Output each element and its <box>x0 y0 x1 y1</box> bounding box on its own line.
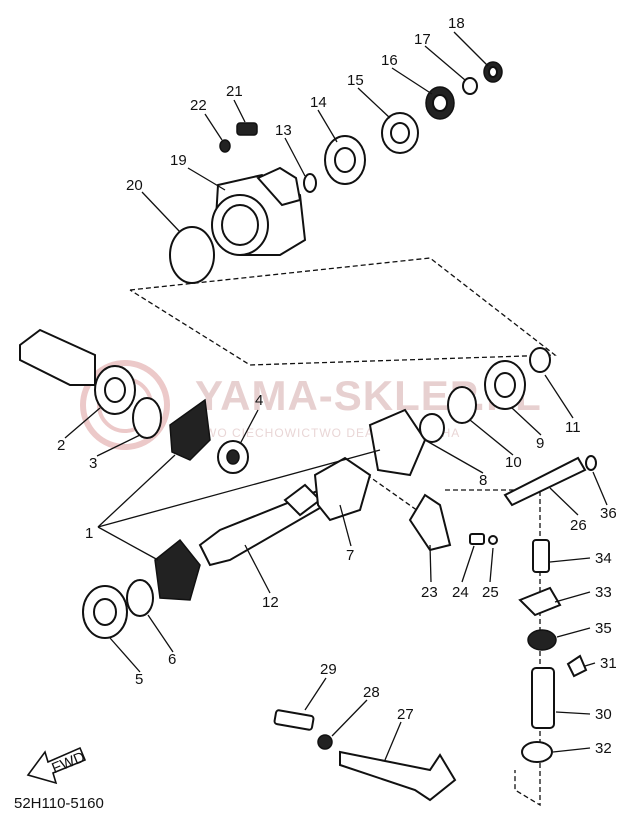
callout-19: 19 <box>170 152 187 169</box>
shift-lever-27 <box>339 750 457 802</box>
callout-14: 14 <box>310 94 327 111</box>
callout-29: 29 <box>320 661 337 678</box>
callout-30: 30 <box>595 706 612 723</box>
callout-22: 22 <box>190 97 207 114</box>
callout-36: 36 <box>600 505 617 522</box>
callout-16: 16 <box>381 52 398 69</box>
callout-21: 21 <box>226 83 243 100</box>
circlip-13 <box>303 173 317 193</box>
bearing-housing-19 <box>211 166 307 256</box>
washer-28 <box>317 734 333 750</box>
callout-18: 18 <box>448 15 465 32</box>
shift-rod-26 <box>503 456 587 507</box>
dog-clutch-7 <box>313 456 372 522</box>
fwd-label: FWD <box>49 749 87 778</box>
washer-32 <box>521 741 553 763</box>
gear-1-lower <box>154 538 201 601</box>
bolt-34 <box>532 539 550 573</box>
callout-1: 1 <box>85 525 93 542</box>
callout-11: 11 <box>565 419 581 436</box>
callout-32: 32 <box>595 740 612 757</box>
circlip-11 <box>529 347 551 373</box>
o-ring-3 <box>132 397 162 439</box>
callout-28: 28 <box>363 684 380 701</box>
callout-5: 5 <box>135 671 143 688</box>
shim-6 <box>126 579 154 617</box>
callout-26: 26 <box>570 517 587 534</box>
callout-25: 25 <box>482 584 499 601</box>
bolt-21 <box>236 122 258 136</box>
gear-8 <box>368 408 427 477</box>
callout-12: 12 <box>262 594 279 611</box>
callout-33: 33 <box>595 584 612 601</box>
washer-22 <box>219 139 231 153</box>
callout-7: 7 <box>346 547 354 564</box>
callout-2: 2 <box>57 437 65 454</box>
seal-35 <box>527 629 557 651</box>
shim-8b <box>419 413 445 443</box>
callout-34: 34 <box>595 550 612 567</box>
callout-labels: 18 17 16 15 14 13 21 22 19 20 2 3 4 1 5 … <box>57 15 617 757</box>
callout-6: 6 <box>168 651 176 668</box>
callout-31: 31 <box>600 655 617 672</box>
callout-13: 13 <box>275 122 292 139</box>
drive-shaft-stub <box>19 328 96 386</box>
callout-27: 27 <box>397 706 414 723</box>
o-ring-36 <box>585 455 597 471</box>
callout-20: 20 <box>126 177 143 194</box>
leader-lines <box>64 31 608 761</box>
shift-shaft-30 <box>531 667 555 729</box>
callout-15: 15 <box>347 72 364 89</box>
callout-10: 10 <box>505 454 522 471</box>
shim-10 <box>447 386 477 424</box>
group-boundary-top <box>129 257 557 366</box>
spring-29 <box>273 709 315 731</box>
callout-3: 3 <box>89 455 97 472</box>
callout-24: 24 <box>452 584 469 601</box>
shift-fork-23 <box>408 493 452 552</box>
link-33 <box>518 586 562 617</box>
drawing-code: 52H110-5160 <box>14 795 104 812</box>
watermark: YAMA-SKLEP.PL WO CIECHOWICTWO DEALER YAM… <box>80 360 542 450</box>
callout-17: 17 <box>414 31 431 48</box>
callout-4: 4 <box>255 392 263 409</box>
ball-25 <box>488 535 498 545</box>
forward-direction-arrow: FWD <box>26 746 88 785</box>
watermark-logo <box>80 360 170 450</box>
watermark-brand: YAMA-SKLEP.PL <box>195 372 542 419</box>
group-boundary-right <box>445 489 541 807</box>
callout-35: 35 <box>595 620 612 637</box>
circlip-31 <box>566 654 588 678</box>
gear-1-upper <box>169 398 211 461</box>
spring-24 <box>469 533 485 545</box>
callout-23: 23 <box>421 584 438 601</box>
callout-9: 9 <box>536 435 544 452</box>
o-ring-20 <box>169 226 215 284</box>
washer-17 <box>462 77 478 95</box>
callout-8: 8 <box>479 472 487 489</box>
